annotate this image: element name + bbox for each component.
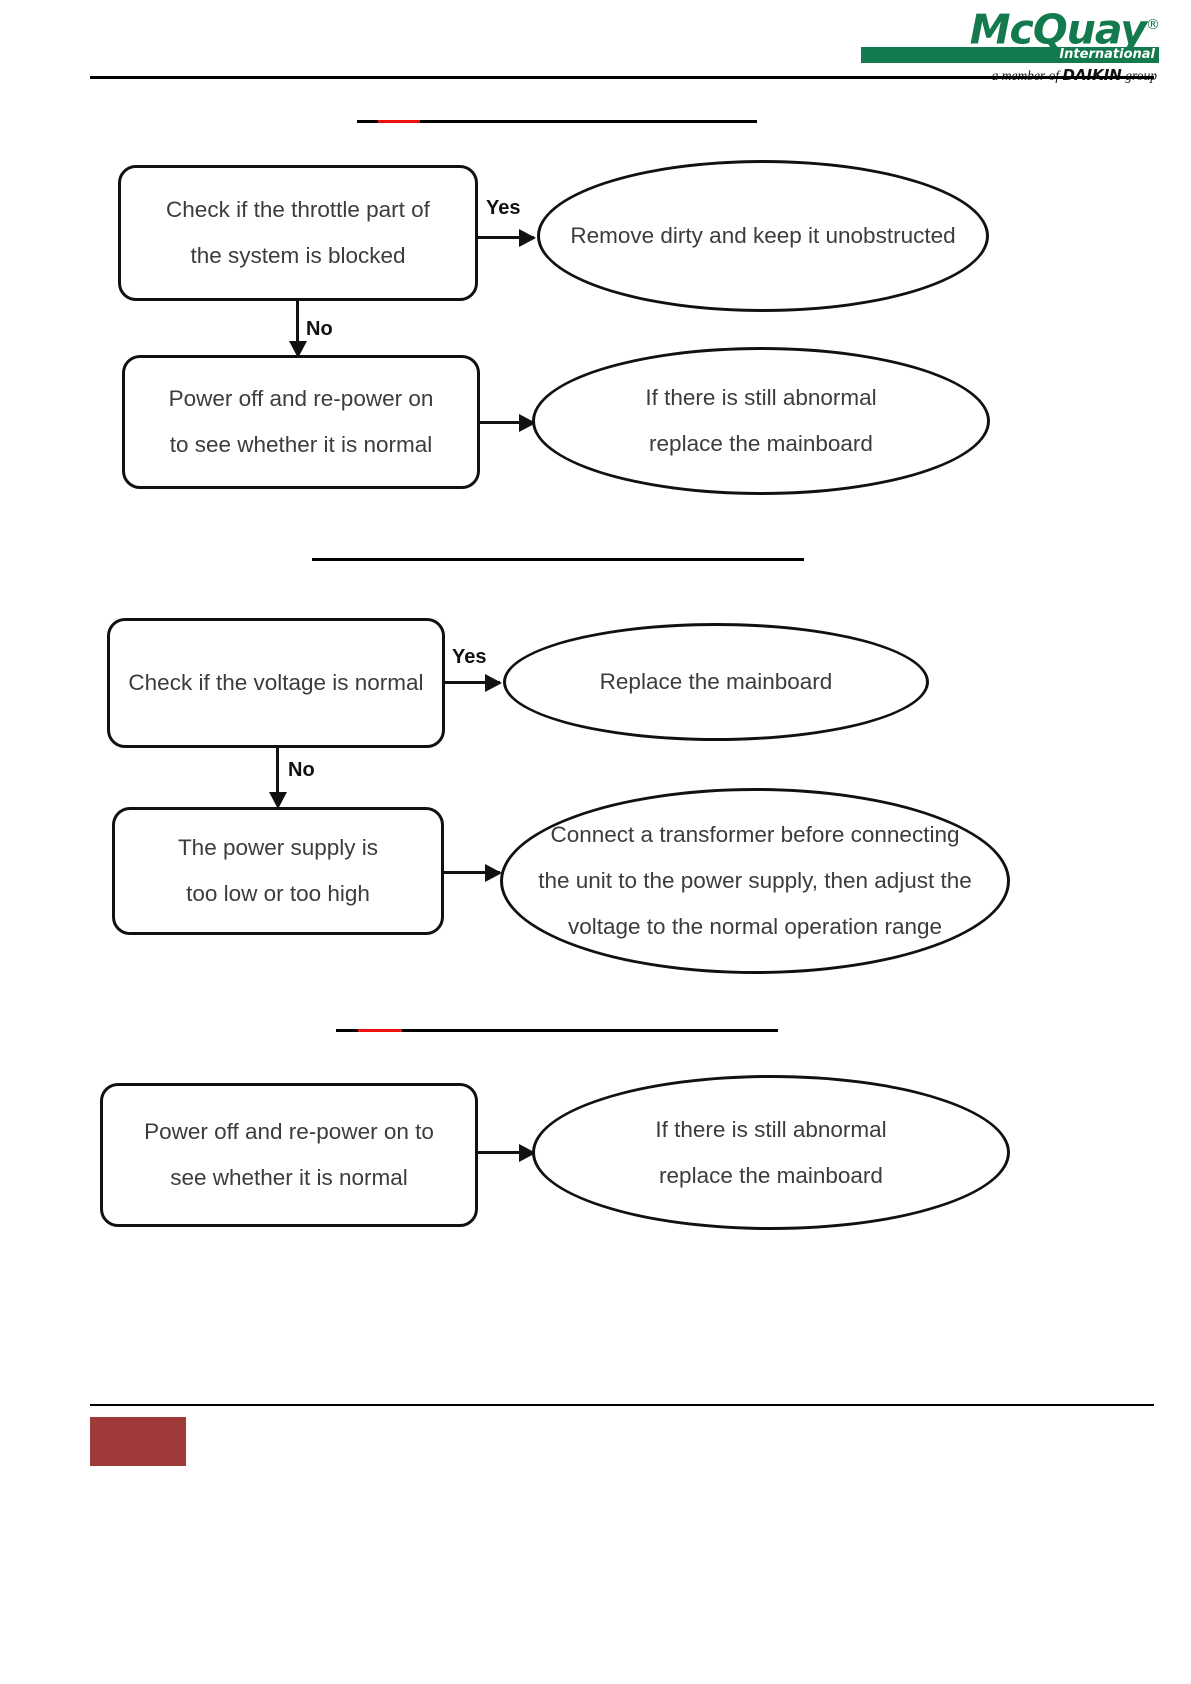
flowchart-3-arrow xyxy=(478,1143,536,1162)
flowchart-1-decision-line-2: the system is blocked xyxy=(190,243,406,268)
logo-green-bar xyxy=(861,47,1159,63)
flowchart-2-decision-box: Check if the voltage is normal xyxy=(107,618,445,748)
section-2-divider xyxy=(312,558,804,561)
flowchart-1-no-label: No xyxy=(306,318,333,340)
flowchart-2-fallback-outcome-line-1: Connect a transformer before connecting xyxy=(550,822,960,847)
flowchart-1-fallback-outcome-line-2: replace the mainboard xyxy=(649,431,873,456)
flowchart-1-fallback-line-1: Power off and re-power on xyxy=(168,386,434,411)
flowchart-1-fallback-arrow xyxy=(480,413,536,432)
flowchart-3-outcome-ellipse: If there is still abnormal replace the m… xyxy=(532,1075,1010,1230)
flowchart-2-fallback-outcome-line-3: voltage to the normal operation range xyxy=(568,914,942,939)
flowchart-1-yes-outcome-ellipse: Remove dirty and keep it unobstructed xyxy=(537,160,989,312)
section-1-divider-accent xyxy=(378,120,420,123)
flowchart-1-decision-line-1: Check if the throttle part of xyxy=(166,197,430,222)
logo-subbrand-text: International xyxy=(1059,47,1155,62)
flowchart-2-no-arrow xyxy=(268,748,287,809)
registered-trademark-icon: ® xyxy=(1146,17,1160,33)
section-3-divider xyxy=(336,1029,778,1032)
flowchart-2-fallback-line-2: too low or too high xyxy=(186,881,370,906)
flowchart-1-fallback-line-2: to see whether it is normal xyxy=(169,432,433,457)
tagline-brand: DAIKIN xyxy=(1062,66,1122,84)
flowchart-2-yes-arrow xyxy=(445,673,502,692)
flowchart-3-step-line-2: see whether it is normal xyxy=(170,1165,408,1190)
logo-brand-word: McQuay xyxy=(969,5,1147,54)
flowchart-2-fallback-outcome-line-2: the unit to the power supply, then adjus… xyxy=(538,868,972,893)
flowchart-3-outcome-line-2: replace the mainboard xyxy=(659,1162,883,1188)
flowchart-1-decision-box: Check if the throttle part of the system… xyxy=(118,165,478,301)
logo-tagline: a member of DAIKIN group xyxy=(992,66,1157,84)
logo-brand-text: McQuay® xyxy=(861,4,1160,54)
flowchart-2-decision-line-1: Check if the voltage is normal xyxy=(128,670,424,695)
section-1-divider xyxy=(357,120,757,123)
flowchart-2-yes-label: Yes xyxy=(452,646,487,668)
tagline-suffix: group xyxy=(1122,68,1157,83)
mcquay-logo: McQuay® International a member of DAIKIN… xyxy=(861,4,1160,84)
footer-page-marker xyxy=(90,1417,186,1466)
flowchart-1-yes-outcome-line-1: Remove dirty and keep it unobstructed xyxy=(570,223,956,248)
flowchart-2-fallback-arrow xyxy=(444,863,502,882)
flowchart-3-outcome-line-1: If there is still abnormal xyxy=(655,1116,887,1142)
flowchart-3-step-line-1: Power off and re-power on to xyxy=(144,1119,434,1144)
flowchart-1-no-arrow xyxy=(288,301,307,358)
flowchart-2-no-label: No xyxy=(288,759,315,781)
flowchart-2-yes-outcome-ellipse: Replace the mainboard xyxy=(503,623,929,741)
flowchart-3-step-box: Power off and re-power on to see whether… xyxy=(100,1083,478,1227)
flowchart-1-fallback-box: Power off and re-power on to see whether… xyxy=(122,355,480,489)
flowchart-1-yes-arrow xyxy=(478,228,536,247)
section-3-divider-accent xyxy=(358,1029,402,1032)
flowchart-1-fallback-outcome-ellipse: If there is still abnormal replace the m… xyxy=(532,347,990,495)
flowchart-2-yes-outcome-line-1: Replace the mainboard xyxy=(599,669,833,694)
flowchart-2-fallback-box: The power supply is too low or too high xyxy=(112,807,444,935)
header-divider-rule xyxy=(90,76,1154,79)
flowchart-1-fallback-outcome-line-1: If there is still abnormal xyxy=(645,385,877,410)
flowchart-2-fallback-line-1: The power supply is xyxy=(177,835,379,860)
flowchart-2-fallback-outcome-ellipse: Connect a transformer before connecting … xyxy=(500,788,1010,974)
flowchart-1-yes-label: Yes xyxy=(486,197,521,219)
tagline-prefix: a member of xyxy=(992,68,1063,83)
footer-divider-rule xyxy=(90,1404,1154,1406)
